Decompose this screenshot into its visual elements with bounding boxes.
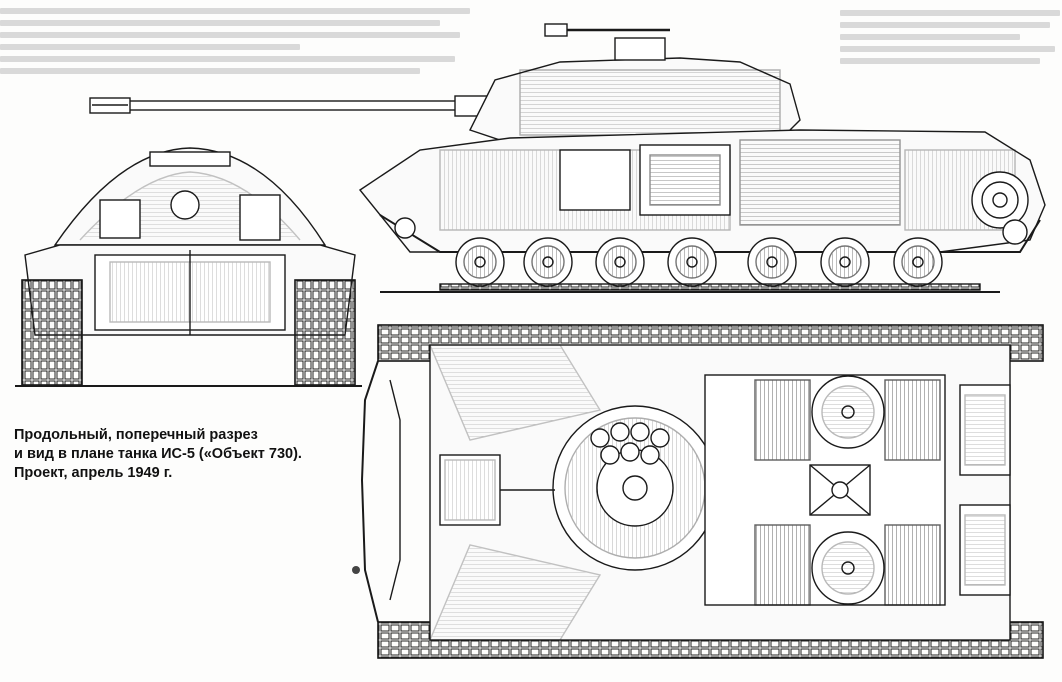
road-wheels (455, 237, 943, 287)
caption-line-1: Продольный, поперечный разрез (14, 427, 258, 443)
tank-side-section-drawing (89, 23, 1046, 293)
ammo-rack (590, 422, 670, 465)
figure-caption: Продольный, поперечный разрез и вид в пл… (14, 426, 344, 483)
ink-smudge (352, 566, 360, 574)
background-text-right (840, 10, 1062, 70)
tank-cross-section-drawing (15, 147, 362, 387)
caption-line-3: Проект, апрель 1949 г. (14, 465, 173, 481)
background-text-left (0, 8, 480, 80)
tank-plan-view-drawing (360, 324, 1044, 659)
caption-line-2: и вид в плане танка ИС-5 («Объект 730). (14, 446, 302, 462)
